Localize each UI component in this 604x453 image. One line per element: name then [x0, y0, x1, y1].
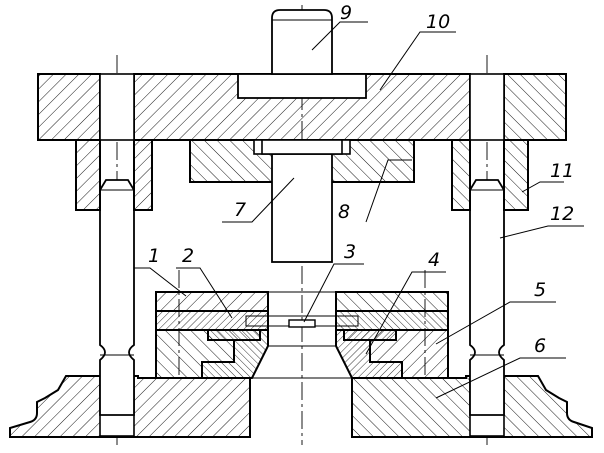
callout-1: 1: [148, 245, 160, 267]
callout-6: 6: [534, 335, 546, 357]
guide-pin: [99, 179, 505, 416]
callout-12: 12: [550, 203, 574, 225]
leader-lines: [134, 21, 584, 399]
shank: [271, 9, 333, 75]
callout-5: 5: [534, 279, 546, 301]
callout-8: 8: [338, 201, 350, 223]
callout-11: 11: [550, 160, 574, 182]
callout-9: 9: [340, 2, 352, 24]
workpiece: [288, 319, 316, 328]
callout-4: 4: [428, 249, 440, 271]
die-insert: [201, 329, 403, 379]
callout-3: 3: [344, 241, 356, 263]
punch: [261, 139, 343, 263]
callout-10: 10: [426, 11, 450, 33]
callout-labels: 9 10 7 8 11 12 1 2 3 4 5 6: [148, 2, 574, 357]
stripper-plate: [155, 291, 449, 312]
guide-strip: [155, 310, 449, 331]
callout-7: 7: [234, 199, 246, 221]
callout-2: 2: [182, 245, 194, 267]
upper-die-plate: [37, 73, 567, 141]
guide-bushing: [75, 139, 529, 211]
